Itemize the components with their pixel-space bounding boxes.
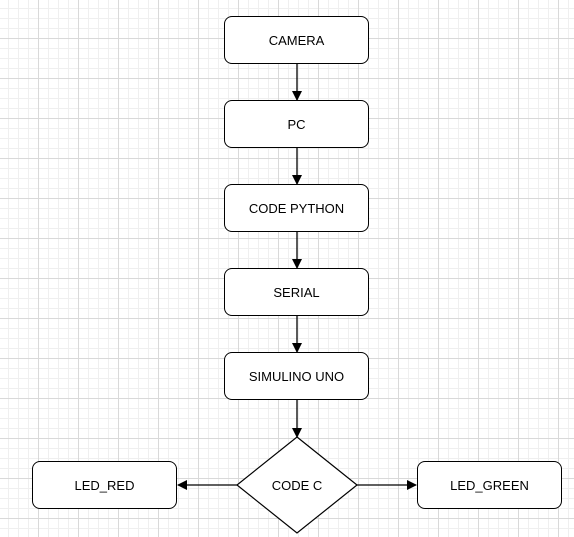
- node-pc-label: PC: [287, 116, 306, 132]
- node-simulino-uno[interactable]: SIMULINO UNO: [224, 352, 369, 400]
- node-code-python-label: CODE PYTHON: [248, 200, 345, 216]
- decision-diamond-shape: [236, 436, 358, 534]
- node-code-python[interactable]: CODE PYTHON: [224, 184, 369, 232]
- node-led-green-label: LED_GREEN: [450, 477, 529, 493]
- node-serial-label: SERIAL: [273, 284, 320, 300]
- node-led-green[interactable]: LED_GREEN: [417, 461, 562, 509]
- node-simulino-uno-label: SIMULINO UNO: [248, 368, 345, 384]
- node-camera[interactable]: CAMERA: [224, 16, 369, 64]
- node-led-red[interactable]: LED_RED: [32, 461, 177, 509]
- node-pc[interactable]: PC: [224, 100, 369, 148]
- node-led-red-label: LED_RED: [74, 477, 135, 493]
- node-code-c-label: CODE C: [271, 477, 323, 493]
- node-code-c[interactable]: CODE C: [247, 465, 347, 505]
- node-camera-label: CAMERA: [268, 32, 325, 48]
- node-serial[interactable]: SERIAL: [224, 268, 369, 316]
